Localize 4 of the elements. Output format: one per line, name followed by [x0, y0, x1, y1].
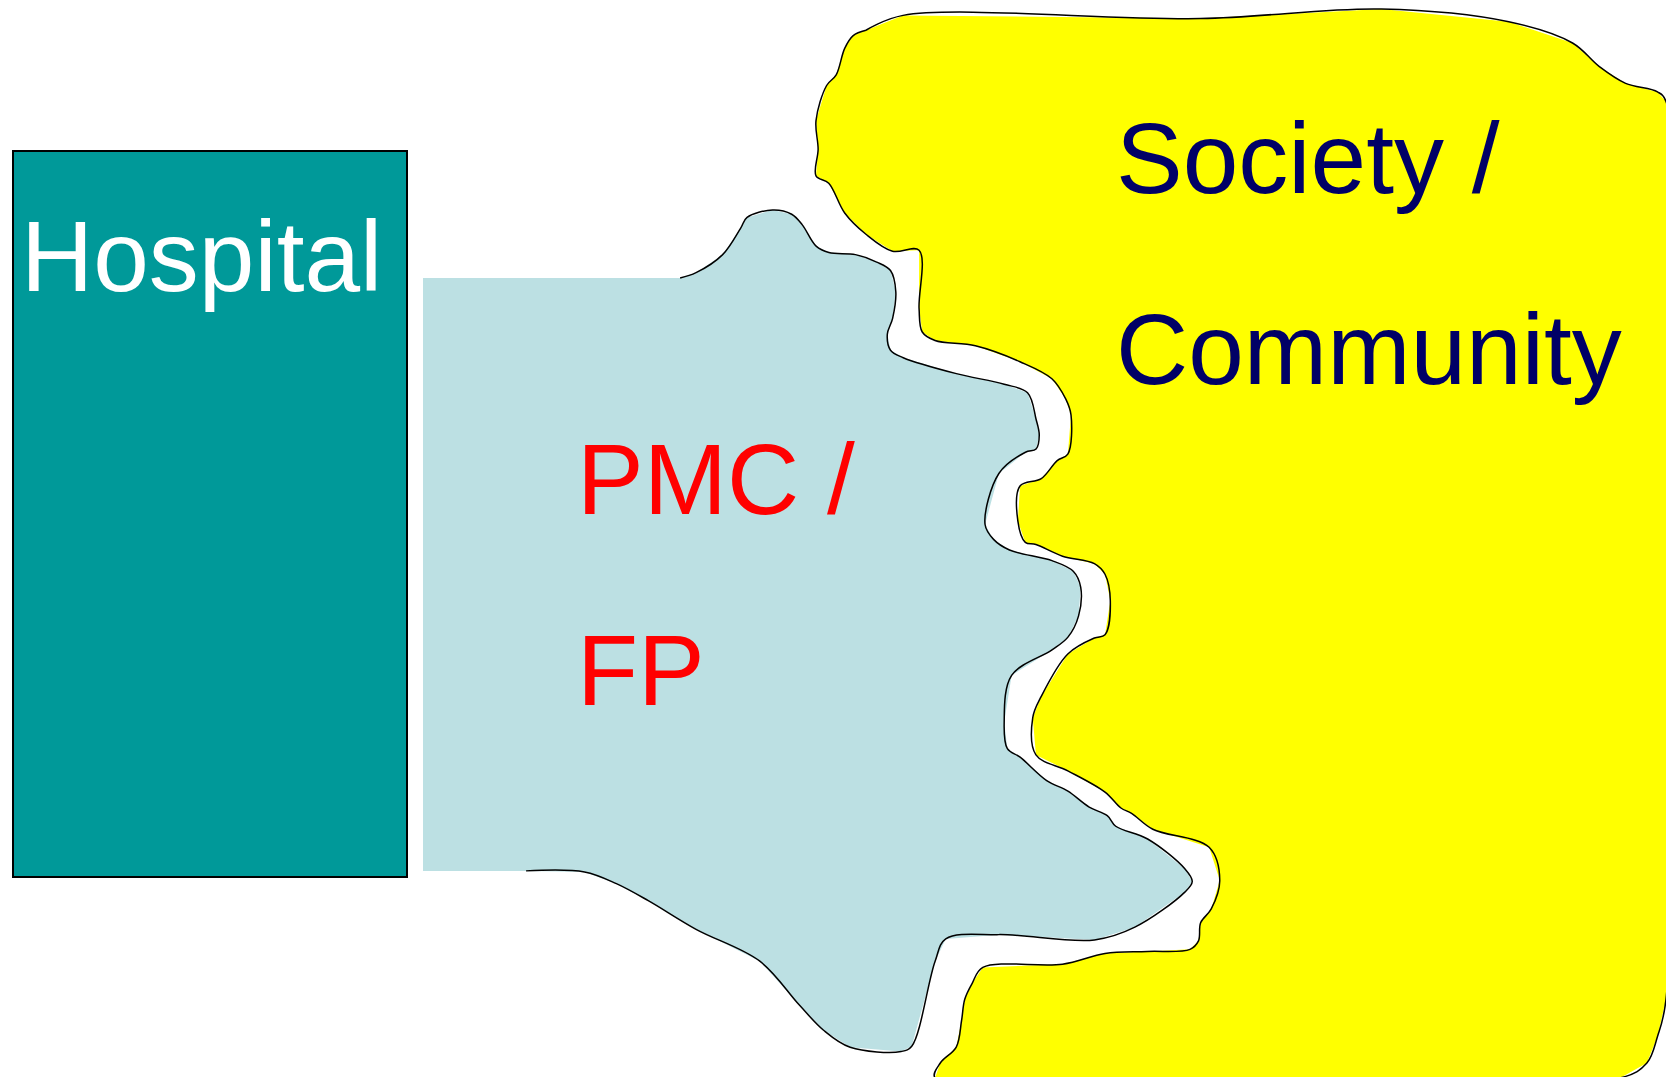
region-label: PMC / FP: [577, 422, 856, 728]
region-label: Society / Community: [1116, 101, 1623, 407]
region-label: Hospital: [21, 199, 384, 314]
hospital-rectangle: [12, 150, 408, 878]
